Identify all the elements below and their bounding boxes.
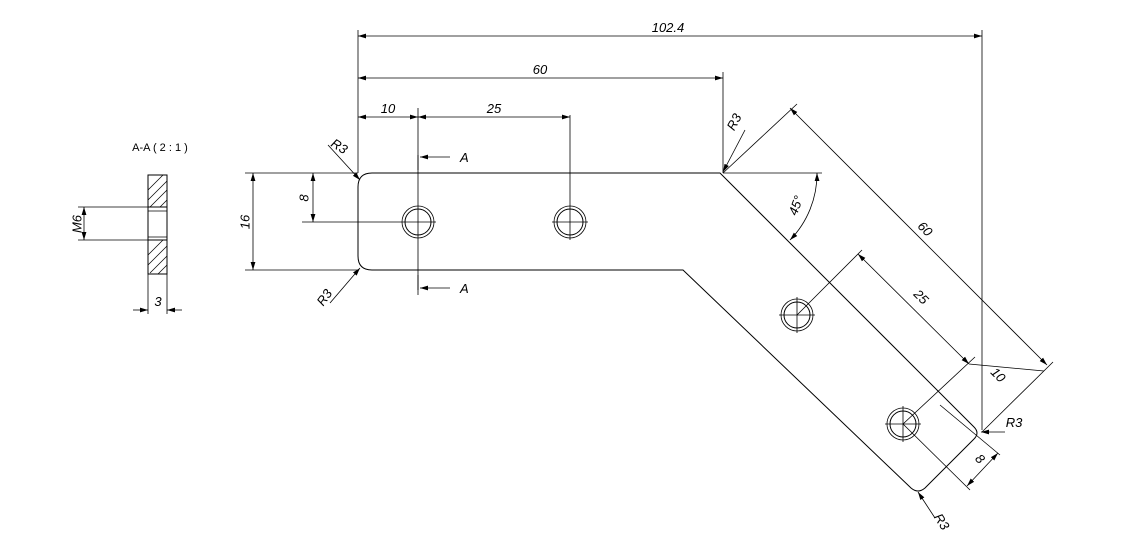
dim-width: 16 xyxy=(237,214,252,229)
thickness-label: 3 xyxy=(154,294,162,309)
dim-hole-spacing: 25 xyxy=(486,101,502,116)
section-title: A-A ( 2 : 1 ) xyxy=(132,142,188,154)
angle-dimension: 45° xyxy=(723,172,822,241)
radius-right: R3 xyxy=(1006,415,1023,430)
part-outline xyxy=(357,172,978,492)
radius-bottom-left: R3 xyxy=(313,286,335,309)
cut-marker-bottom: A xyxy=(459,281,469,296)
dim-overall-length: 102.4 xyxy=(652,20,685,35)
dim-angled-hole-spacing: 25 xyxy=(910,286,932,308)
dim-angle: 45° xyxy=(785,194,806,218)
horizontal-dimensions: 102.4 60 10 25 xyxy=(357,20,983,430)
radius-labels: R3 R3 R3 R3 R3 xyxy=(313,110,1023,533)
dim-angled-hole-height: 8 xyxy=(972,451,988,467)
dim-angled-length: 60 xyxy=(915,218,936,239)
section-view: A-A ( 2 : 1 ) M6 3 xyxy=(69,142,188,314)
radius-top-left: R3 xyxy=(328,135,351,157)
vertical-dimensions: 16 8 xyxy=(237,172,358,271)
dim-straight-length: 60 xyxy=(533,62,548,77)
hole-2 xyxy=(552,115,588,240)
section-cut-markers: A A xyxy=(417,150,469,296)
dim-hole-height: 8 xyxy=(296,194,311,202)
cut-marker-top: A xyxy=(459,150,469,165)
dim-hole1-offset: 10 xyxy=(381,101,396,116)
radius-bend: R3 xyxy=(724,110,745,132)
section-hatch-bottom xyxy=(147,239,168,275)
section-hatch-top xyxy=(147,174,168,208)
thread-label: M6 xyxy=(69,214,84,233)
radius-bottom: R3 xyxy=(931,511,953,534)
hole-1 xyxy=(302,108,436,295)
